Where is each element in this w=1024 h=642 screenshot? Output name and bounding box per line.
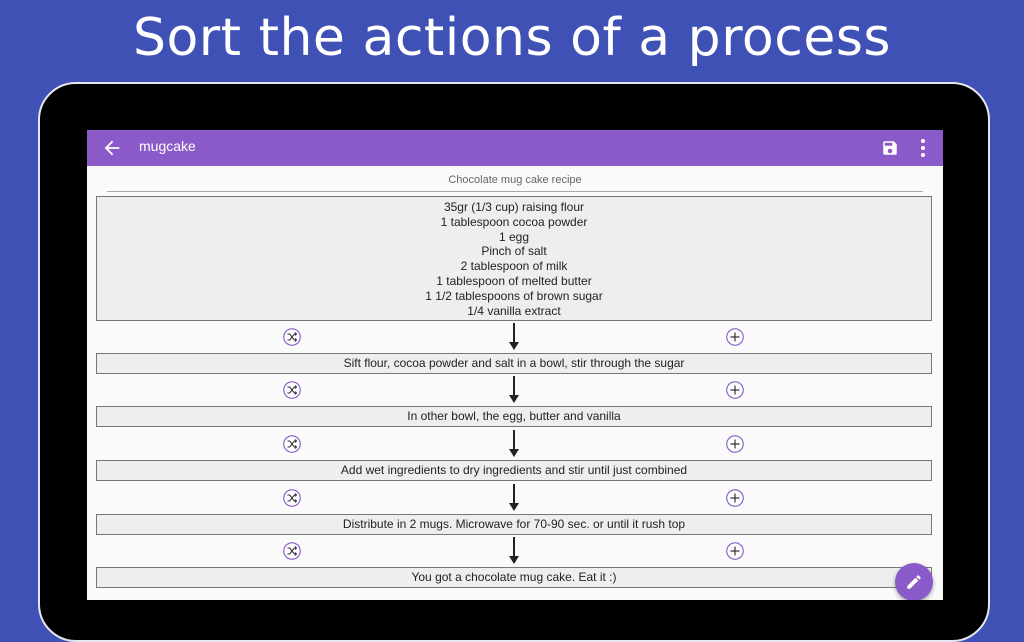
app-title: mugcake (139, 138, 196, 154)
arrow-down-icon (509, 484, 519, 511)
ingredient-line: 1 egg (498, 229, 530, 244)
arrow-down-icon (509, 537, 519, 564)
shuffle-icon[interactable] (283, 435, 301, 453)
step-box[interactable]: Distribute in 2 mugs. Microwave for 70-9… (96, 514, 932, 535)
shuffle-icon[interactable] (283, 489, 301, 507)
add-circle-icon[interactable] (726, 542, 744, 560)
title-divider (107, 191, 923, 192)
ingredient-line: 1 1/2 tablespoons of brown sugar (425, 288, 603, 303)
arrow-down-icon (509, 323, 519, 350)
add-circle-icon[interactable] (726, 328, 744, 346)
ingredients-box[interactable]: 35gr (1/3 cup) raising flour 1 tablespoo… (96, 196, 932, 321)
step-controls (87, 535, 943, 571)
ingredient-line: Pinch of salt (481, 244, 547, 259)
ingredient-line: 1 tablespoon cocoa powder (440, 214, 588, 229)
add-circle-icon[interactable] (726, 435, 744, 453)
app-bar: mugcake (87, 130, 943, 166)
step-controls (87, 428, 943, 464)
step-controls (87, 482, 943, 518)
ingredient-line: 1 tablespoon of melted butter (436, 273, 592, 288)
step-box[interactable]: In other bowl, the egg, butter and vanil… (96, 406, 932, 427)
step-box[interactable]: You got a chocolate mug cake. Eat it :) (96, 567, 932, 588)
process-content: Chocolate mug cake recipe 35gr (1/3 cup)… (87, 166, 943, 600)
ingredient-line: 35gr (1/3 cup) raising flour (443, 200, 585, 214)
add-circle-icon[interactable] (726, 489, 744, 507)
step-controls (87, 321, 943, 357)
ingredient-line: 2 tablespoon of milk (460, 259, 568, 274)
shuffle-icon[interactable] (283, 381, 301, 399)
edit-fab-button[interactable] (895, 563, 933, 600)
arrow-down-icon (509, 376, 519, 403)
app-screen: mugcake Chocolate mug cake recipe 35gr (… (87, 130, 943, 600)
step-box[interactable]: Sift flour, cocoa powder and salt in a b… (96, 353, 932, 374)
edit-pencil-icon (907, 575, 921, 589)
headline: Sort the actions of a process (132, 8, 892, 68)
shuffle-icon[interactable] (283, 328, 301, 346)
recipe-title: Chocolate mug cake recipe (448, 174, 582, 186)
ingredient-line: 1/4 vanilla extract (467, 303, 561, 318)
arrow-back-icon[interactable] (101, 137, 123, 159)
arrow-down-icon (509, 430, 519, 457)
step-controls (87, 374, 943, 410)
add-circle-icon[interactable] (726, 381, 744, 399)
more-vert-icon[interactable] (919, 138, 927, 158)
step-box[interactable]: Add wet ingredients to dry ingredients a… (96, 460, 932, 481)
save-icon[interactable] (881, 139, 899, 157)
shuffle-icon[interactable] (283, 542, 301, 560)
